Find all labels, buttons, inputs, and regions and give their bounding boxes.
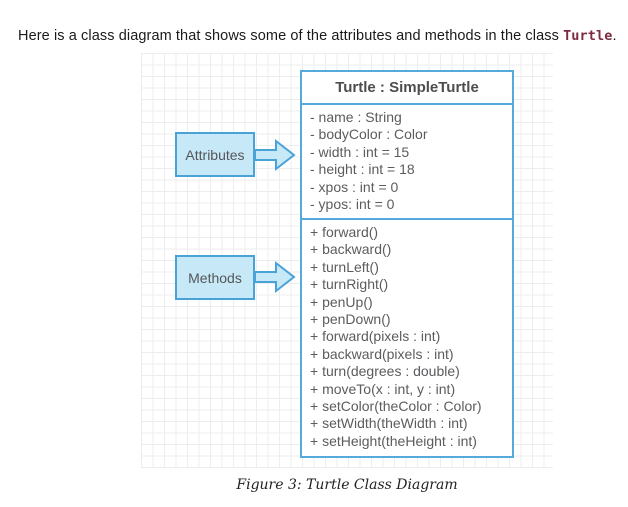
member-row: - height : int = 18 [310, 161, 415, 178]
intro-text: Here is a class diagram that shows some … [18, 28, 618, 44]
member-row: - bodyColor : Color [310, 126, 428, 143]
intro-text-before: Here is a class diagram that shows some … [18, 27, 564, 44]
class-title: Turtle : SimpleTurtle [302, 72, 512, 105]
methods-label: Methods [175, 255, 255, 300]
member-row: - ypos: int = 0 [310, 196, 395, 213]
member-row: + setColor(theColor : Color) [310, 398, 482, 415]
methods-list: + forward()+ backward()+ turnLeft()+ tur… [302, 220, 512, 456]
member-row: + turn(degrees : double) [310, 363, 460, 380]
member-row: + forward(pixels : int) [310, 328, 441, 345]
intro-text-after: . [612, 27, 617, 44]
member-row: + moveTo(x : int, y : int) [310, 380, 456, 397]
member-row: + turnRight() [310, 276, 389, 293]
attributes-label-text: Attributes [185, 146, 245, 163]
member-row: + penDown() [310, 311, 391, 328]
member-row: + backward(pixels : int) [310, 345, 454, 362]
methods-label-text: Methods [188, 269, 242, 286]
member-row: + setWidth(theWidth : int) [310, 415, 468, 432]
uml-class-box: Turtle : SimpleTurtle - name : String- b… [300, 70, 514, 459]
attributes-arrow-icon [254, 138, 296, 172]
diagram-canvas: Turtle : SimpleTurtle - name : String- b… [141, 53, 553, 468]
member-row: - name : String [310, 109, 402, 125]
member-row: + backward() [310, 241, 392, 258]
figure-caption: Figure 3: Turtle Class Diagram [236, 477, 458, 493]
methods-arrow-icon [254, 260, 296, 294]
member-row: + penUp() [310, 293, 373, 310]
member-row: - width : int = 15 [310, 143, 410, 160]
intro-code-turtle: Turtle [563, 27, 613, 44]
attributes-label: Attributes [175, 132, 255, 177]
member-row: + setHeight(theHeight : int) [310, 432, 477, 449]
member-row: + turnLeft() [310, 258, 379, 275]
attributes-list: - name : String- bodyColor : Color- widt… [302, 105, 512, 220]
member-row: - xpos : int = 0 [310, 178, 399, 195]
member-row: + forward() [310, 224, 379, 240]
